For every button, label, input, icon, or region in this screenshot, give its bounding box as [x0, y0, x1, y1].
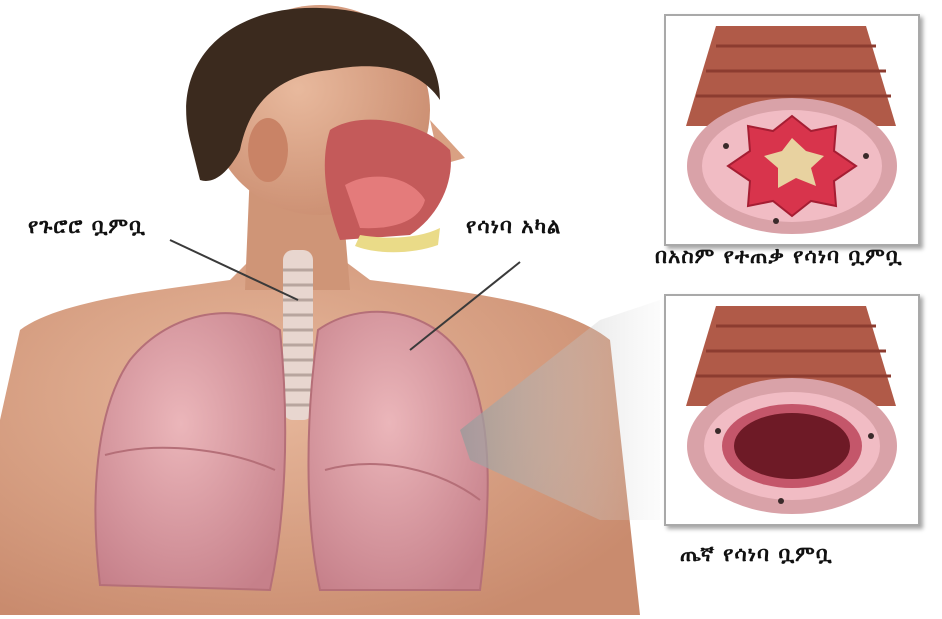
right-lung — [308, 312, 487, 590]
asthma-airway-label: በአስም የተጠቃ የሳነባ ቧምቧ — [655, 244, 903, 269]
ear — [248, 118, 288, 182]
normal-airway-illustration — [666, 296, 918, 524]
trachea — [283, 250, 313, 420]
normal-airway-panel — [664, 294, 920, 526]
asthma-airway-panel — [664, 14, 920, 246]
normal-airway-label: ጤኛ የሳነባ ቧምቧ — [680, 542, 833, 567]
lung-part-label: የሳነባ አካል — [466, 214, 561, 239]
throat-airway-label: የጉሮሮ ቧምቧ — [28, 214, 146, 239]
asthma-airway-illustration — [666, 16, 918, 244]
